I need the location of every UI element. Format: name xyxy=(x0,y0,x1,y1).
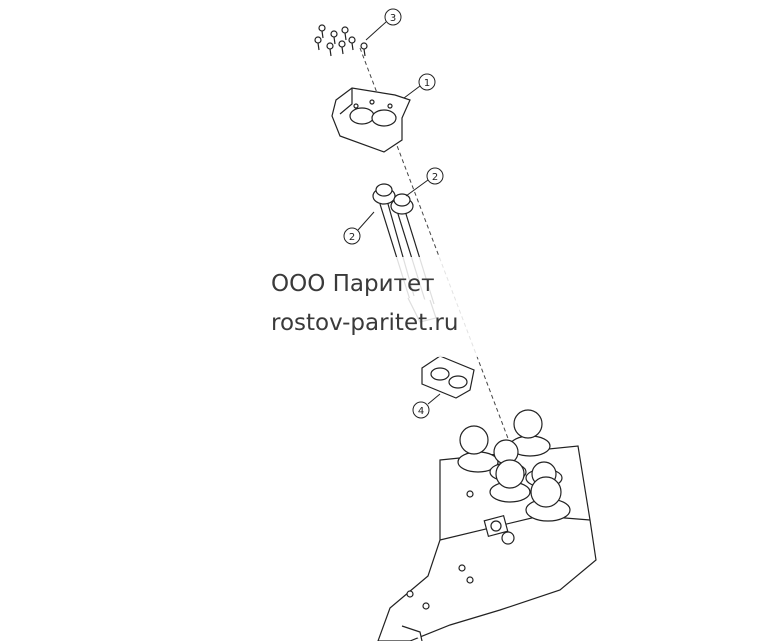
callout-1: 1 xyxy=(403,73,436,99)
gasket-plate xyxy=(421,355,475,399)
screws-group xyxy=(314,24,368,57)
callout-4: 4 xyxy=(412,393,441,419)
callout-3: 3 xyxy=(365,8,402,41)
watermark-company: ООО Паритет xyxy=(271,271,435,297)
watermark-website: rostov-paritet.ru xyxy=(271,310,459,336)
svg-text:1: 1 xyxy=(424,78,430,89)
armrest-console xyxy=(377,409,597,641)
svg-text:3: 3 xyxy=(390,13,396,24)
svg-text:2: 2 xyxy=(349,232,355,243)
callout-2-left: 2 xyxy=(343,211,375,245)
watermark-backdrop xyxy=(250,257,536,357)
svg-text:2: 2 xyxy=(432,172,438,183)
callout-2-right: 2 xyxy=(405,167,444,197)
svg-text:4: 4 xyxy=(418,406,424,417)
housing-block xyxy=(331,87,411,153)
